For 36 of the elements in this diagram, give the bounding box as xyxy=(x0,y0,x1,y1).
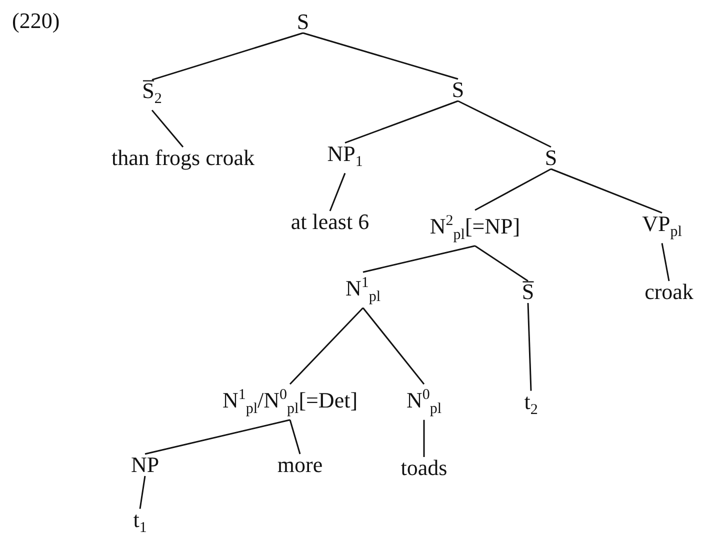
tree-branch xyxy=(661,243,670,282)
tree-branch xyxy=(289,307,364,385)
tree-node-label: S̅ xyxy=(522,279,534,305)
tree-node-label: more xyxy=(277,452,323,478)
tree-node-label: t$_{2}$ xyxy=(524,388,538,424)
tree-node-label: S xyxy=(296,9,310,35)
tree-branch xyxy=(289,420,301,454)
example-number: (220) xyxy=(12,8,60,34)
tree-branch xyxy=(329,172,346,212)
tree-node-label: N$^{1}$$_{pl}$/N$^{0}$$_{pl}$[=Det] xyxy=(222,382,358,422)
tree-node-label: N$^{2}$$_{pl}$[=NP] xyxy=(430,208,520,248)
tree-node-label: VP$_{pl}$ xyxy=(642,210,682,246)
tree-branch xyxy=(302,32,458,80)
tree-node-label: S̅$_{2}$ xyxy=(142,78,162,112)
tree-node-label: than frogs croak xyxy=(112,145,254,171)
tree-branch xyxy=(151,110,184,148)
tree-branch xyxy=(344,100,458,144)
tree-node-label: NP$_{1}$ xyxy=(327,140,363,176)
tree-node-label: t$_{1}$ xyxy=(133,506,147,542)
tree-branch xyxy=(423,420,425,457)
tree-branch xyxy=(362,307,425,385)
tree-node-label: NP xyxy=(130,452,160,478)
tree-node-label: at least 6 xyxy=(290,209,370,235)
tree-branch xyxy=(362,245,476,273)
tree-branch xyxy=(139,476,146,509)
tree-node-label: toads xyxy=(400,455,448,481)
tree-node-label: croak xyxy=(644,279,694,305)
tree-branch xyxy=(527,302,532,391)
tree-branch xyxy=(458,100,552,148)
tree-branch xyxy=(550,168,662,214)
tree-node-label: S xyxy=(544,145,558,171)
tree-branch xyxy=(144,419,290,455)
tree-node-label: S xyxy=(452,77,464,103)
tree-branch xyxy=(474,168,552,211)
tree-branch xyxy=(474,245,528,282)
tree-branch xyxy=(152,32,304,81)
